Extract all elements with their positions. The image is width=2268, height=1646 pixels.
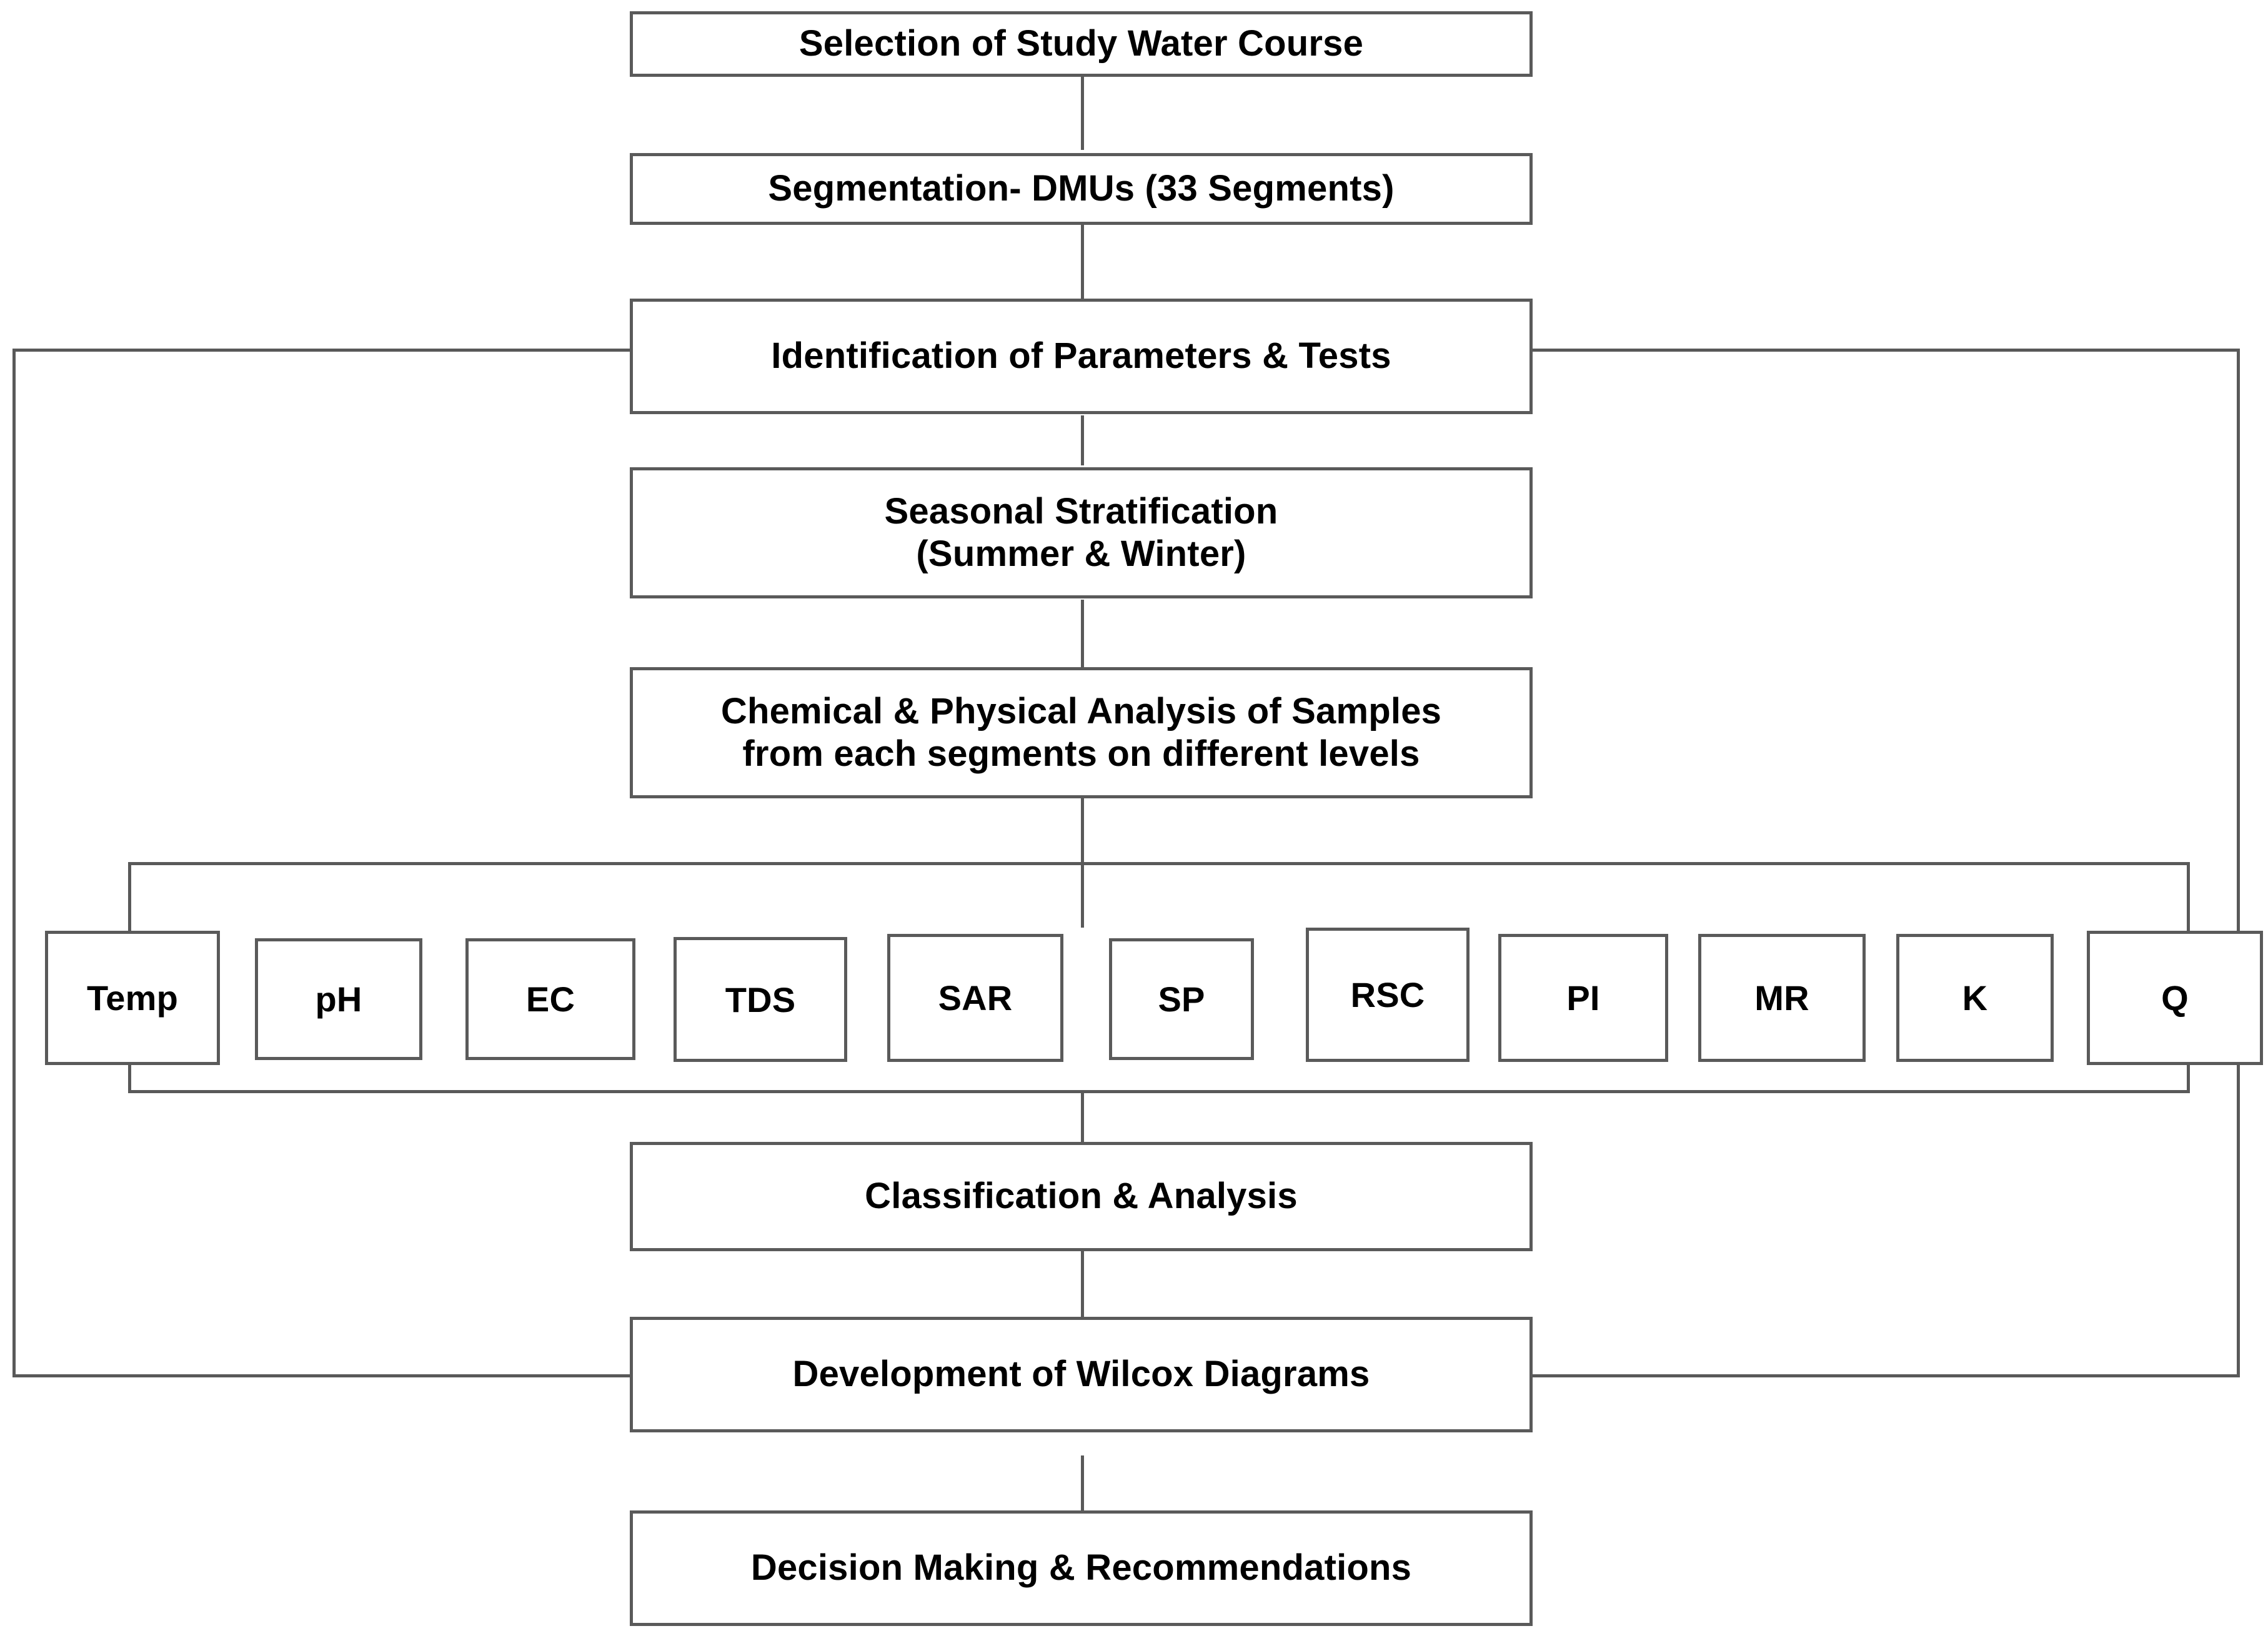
parameter-label-ec: EC: [525, 979, 575, 1019]
parameter-label-tds: TDS: [725, 979, 796, 1019]
parameter-label-sar: SAR: [938, 978, 1013, 1018]
parameter-box-ph[interactable]: pH: [255, 938, 422, 1060]
parameter-label-sp: SP: [1158, 979, 1205, 1019]
feedback-left-vertical: [12, 349, 16, 1376]
parameter-box-k[interactable]: K: [1896, 934, 2054, 1062]
feedback-top-left-rail: [12, 349, 634, 352]
step-7-label: Development of Wilcox Diagrams: [792, 1354, 1370, 1395]
parameter-label-q: Q: [2161, 978, 2189, 1018]
feedback-bottom-right-rail: [1528, 1374, 2240, 1377]
feedback-right-vertical: [2237, 349, 2240, 1376]
parameter-box-sp[interactable]: SP: [1109, 938, 1254, 1060]
parameter-box-sar[interactable]: SAR: [887, 934, 1063, 1062]
step-8-label: Decision Making & Recommendations: [750, 1547, 1412, 1589]
parameter-box-temp[interactable]: Temp: [45, 931, 220, 1065]
parameter-label-k: K: [1962, 978, 1988, 1018]
parameter-label-ph: pH: [315, 979, 362, 1019]
connector-params-step6: [1081, 1090, 1084, 1143]
connector-step1-step2: [1081, 75, 1084, 150]
param-bus-bottom-rail: [128, 1090, 2190, 1093]
parameter-box-q[interactable]: Q: [2087, 931, 2263, 1065]
parameter-label-rsc: RSC: [1350, 975, 1425, 1014]
step-chemical-and-physical-analysis[interactable]: Chemical & Physical Analysis of Samples …: [630, 667, 1533, 798]
step-seasonal-stratification[interactable]: Seasonal Stratification (Summer & Winter…: [630, 467, 1533, 598]
parameter-box-tds[interactable]: TDS: [674, 937, 847, 1062]
step-development-of-wilcox-diagrams[interactable]: Development of Wilcox Diagrams: [630, 1317, 1533, 1432]
step-2-label: Segmentation- DMUs (33 Segments): [768, 168, 1395, 209]
param-bus-top-rail: [128, 862, 2190, 865]
feedback-bottom-left-rail: [12, 1374, 634, 1377]
connector-step6-step7: [1081, 1249, 1084, 1318]
step-segmentation-dmus[interactable]: Segmentation- DMUs (33 Segments): [630, 153, 1533, 225]
feedback-top-right-rail: [1528, 349, 2240, 352]
connector-step7-step8: [1081, 1455, 1084, 1512]
parameter-label-pi: PI: [1566, 978, 1600, 1018]
step-6-label: Classification & Analysis: [865, 1176, 1298, 1217]
step-selection-of-study-water-course[interactable]: Selection of Study Water Course: [630, 11, 1533, 77]
step-1-label: Selection of Study Water Course: [798, 23, 1364, 64]
parameter-box-ec[interactable]: EC: [465, 938, 635, 1060]
step-identification-of-parameters-and-tests[interactable]: Identification of Parameters & Tests: [630, 299, 1533, 414]
step-4-label-line1: Seasonal Stratification: [884, 490, 1278, 532]
step-classification-and-analysis[interactable]: Classification & Analysis: [630, 1142, 1533, 1251]
connector-step2-step3: [1081, 225, 1084, 300]
parameter-box-mr[interactable]: MR: [1698, 934, 1866, 1062]
step-3-label: Identification of Parameters & Tests: [771, 335, 1391, 377]
parameter-box-rsc[interactable]: RSC: [1306, 928, 1470, 1062]
connector-step4-step5: [1081, 600, 1084, 668]
step-4-label-line2: (Summer & Winter): [916, 533, 1246, 574]
step-5-label-line1: Chemical & Physical Analysis of Samples: [720, 690, 1442, 731]
parameter-label-mr: MR: [1754, 978, 1809, 1018]
step-decision-making-and-recommendations[interactable]: Decision Making & Recommendations: [630, 1510, 1533, 1626]
step-5-label-line2: from each segments on different levels: [742, 733, 1420, 774]
parameter-label-temp: Temp: [87, 978, 178, 1018]
connector-step3-step4: [1081, 415, 1084, 465]
parameter-box-pi[interactable]: PI: [1498, 934, 1668, 1062]
